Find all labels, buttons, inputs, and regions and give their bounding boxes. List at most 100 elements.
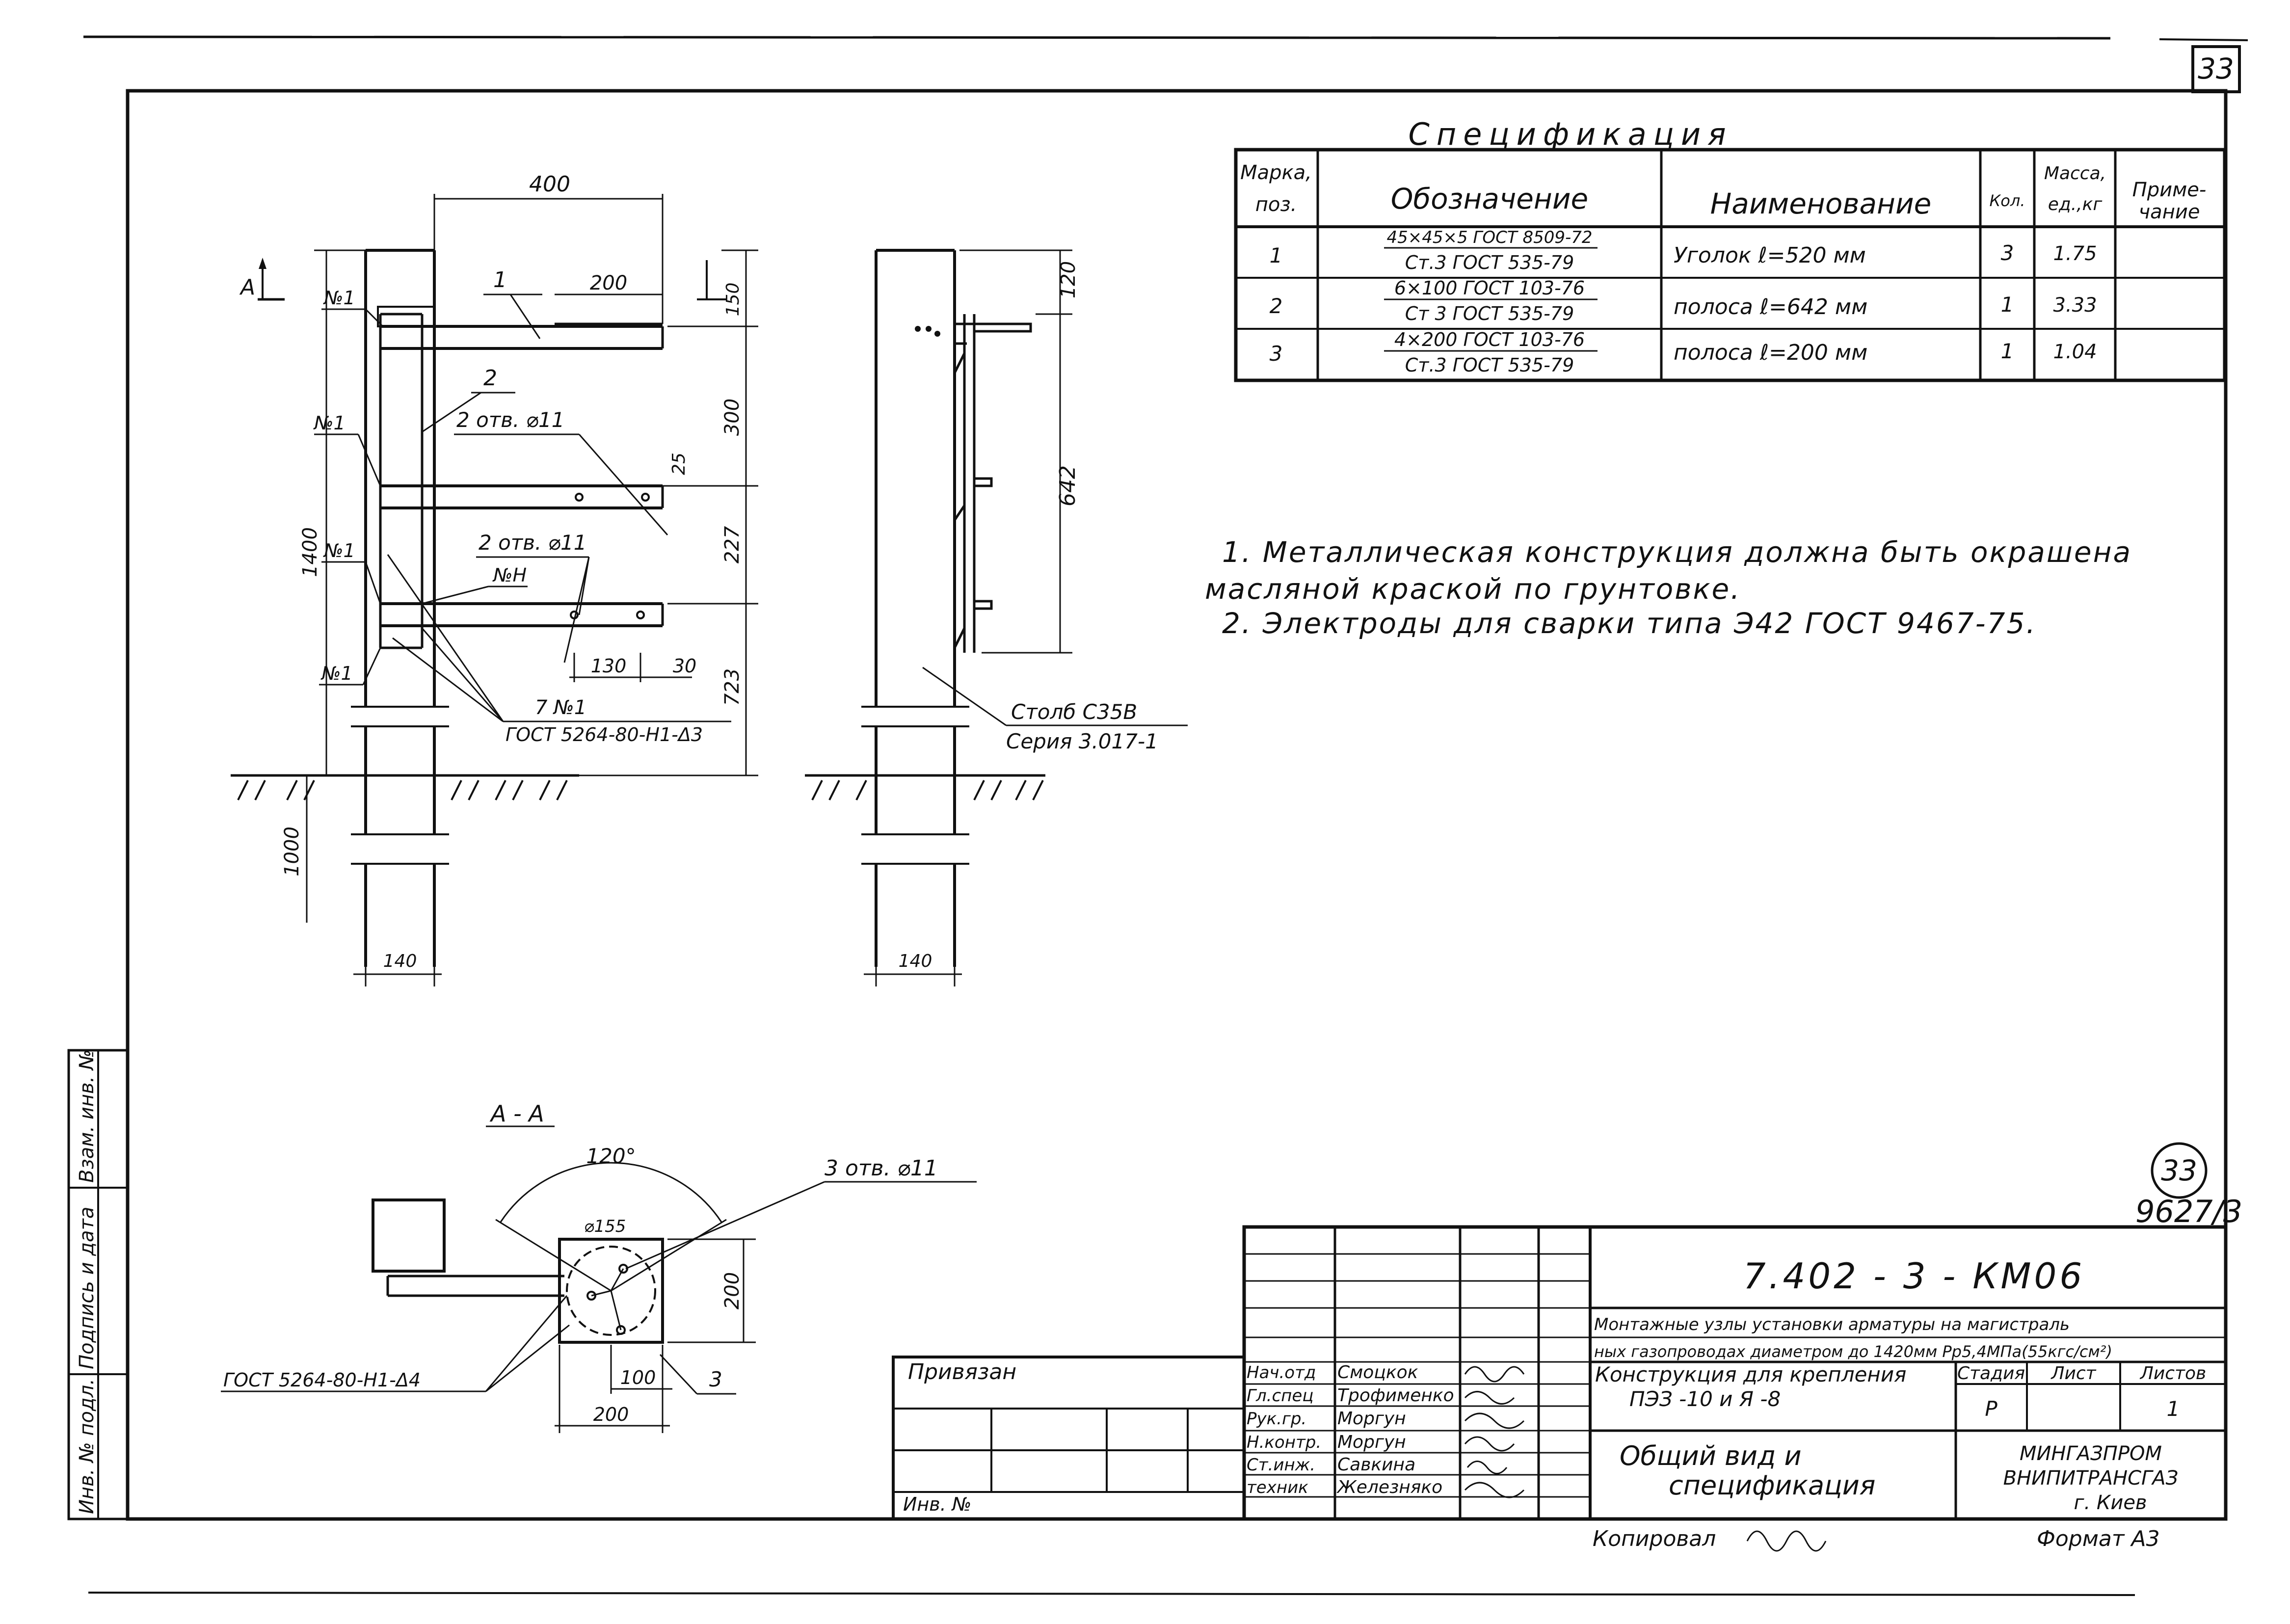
spec-row-pos: 1 bbox=[1270, 243, 1283, 267]
dim-1400: 1400 bbox=[299, 527, 321, 577]
dim-227: 227 bbox=[721, 526, 744, 563]
spec-row-pos: 3 bbox=[1270, 342, 1283, 366]
spec-header-pos-1: Марка, bbox=[1240, 161, 1312, 184]
spec-header-note-1: Приме- bbox=[2132, 179, 2207, 201]
holes-label-1: 2 отв. ⌀11 bbox=[456, 408, 564, 432]
role-label: Н.контр. bbox=[1247, 1433, 1321, 1452]
dim-300: 300 bbox=[721, 399, 744, 436]
drawing-title-2: спецификация bbox=[1669, 1470, 1875, 1501]
specification-table: Спецификация Марка, поз. Обозначение Наи… bbox=[1234, 116, 2227, 382]
role-label: Нач.отд bbox=[1247, 1363, 1316, 1383]
pos-label-2: 2 bbox=[483, 366, 497, 391]
post-label: Столб С35В bbox=[1011, 700, 1137, 724]
role-name: Моргун bbox=[1337, 1409, 1406, 1429]
spec-header-qty: Кол. bbox=[1990, 191, 2025, 210]
spec-row-des-bottom: Ст.3 ГОСТ 535-79 bbox=[1405, 354, 1574, 376]
angle-label: 120° bbox=[586, 1144, 636, 1168]
stamp-inv-label: Инв. № подл. bbox=[76, 1379, 98, 1514]
role-label: техник bbox=[1247, 1478, 1308, 1497]
sheets-value: 1 bbox=[2167, 1397, 2180, 1421]
section-dim-100: 100 bbox=[620, 1367, 656, 1388]
dim-25: 25 bbox=[669, 453, 689, 475]
spec-row-name: Уголок ℓ=520 мм bbox=[1674, 243, 1866, 268]
spec-header-designation: Обозначение bbox=[1391, 182, 1588, 215]
spec-row-des-top: 45×45×5 ГОСТ 8509-72 bbox=[1386, 228, 1592, 247]
title-construct-1: Конструкция для крепления bbox=[1595, 1362, 1906, 1386]
stage-header: Стадия bbox=[1957, 1363, 2025, 1384]
front-view: 400 200 150 300 227 723 25 1400 1000 140… bbox=[231, 172, 758, 986]
spec-row-name: полоса ℓ=642 мм bbox=[1674, 294, 1867, 319]
weld-label-2: №1 bbox=[313, 412, 346, 434]
spec-row-des-top: 6×100 ГОСТ 103-76 bbox=[1394, 277, 1585, 299]
spec-header-mass-1: Масса, bbox=[2044, 163, 2106, 184]
general-notes: 1. Металлическая конструкция должна быть… bbox=[1205, 535, 2132, 640]
spec-row-des-bottom: Ст.3 ГОСТ 535-79 bbox=[1405, 252, 1574, 273]
doc-number: 9627/3 bbox=[2135, 1194, 2242, 1229]
stage-value: Р bbox=[1985, 1397, 1997, 1421]
weld-label-h: №Н bbox=[492, 564, 527, 586]
pos-label-1: 1 bbox=[493, 267, 507, 293]
sheets-header: Листов bbox=[2139, 1363, 2206, 1384]
sheet-trim: 33 bbox=[83, 35, 2248, 1596]
section-title: А - А bbox=[489, 1100, 544, 1127]
spec-row-des-top: 4×200 ГОСТ 103-76 bbox=[1394, 329, 1585, 350]
spec-row-mass: 3.33 bbox=[2053, 294, 2097, 317]
stamp-replace-label: Взам. инв. № bbox=[76, 1049, 98, 1183]
role-name: Железняко bbox=[1336, 1477, 1442, 1497]
sheet-number-top: 33 bbox=[2198, 52, 2234, 85]
bound-label: Привязан bbox=[908, 1359, 1016, 1384]
dim-140: 140 bbox=[383, 951, 417, 971]
dim-200: 200 bbox=[590, 272, 627, 294]
series-label: Серия 3.017-1 bbox=[1006, 729, 1158, 753]
spec-row-mass: 1.75 bbox=[2053, 242, 2097, 265]
spec-row: 2 6×100 ГОСТ 103-76 Ст 3 ГОСТ 535-79 пол… bbox=[1270, 277, 2097, 324]
spec-header-name: Наименование bbox=[1710, 187, 1932, 220]
title-desc-2: ных газопроводах диаметром до 1420мм Рр5… bbox=[1594, 1342, 2112, 1361]
note-line-1: 1. Металлическая конструкция должна быть… bbox=[1222, 535, 2132, 569]
spec-row-name: полоса ℓ=200 мм bbox=[1674, 340, 1867, 365]
spec-row-qty: 3 bbox=[2001, 241, 2014, 265]
section-gost: ГОСТ 5264-80-Н1-Δ4 bbox=[223, 1369, 421, 1391]
side-stamp: Инв. № подл. Подпись и дата Взам. инв. № bbox=[67, 1049, 129, 1520]
dim-1000: 1000 bbox=[281, 826, 303, 877]
role-name: Савкина bbox=[1337, 1455, 1415, 1475]
dim-130: 130 bbox=[591, 655, 627, 677]
role-name: Моргун bbox=[1337, 1432, 1406, 1452]
section-dim-200h: 200 bbox=[593, 1404, 629, 1425]
title-code: 7.402 - 3 - КМ06 bbox=[1743, 1255, 2085, 1297]
section-pos3: 3 bbox=[709, 1367, 722, 1391]
holes-label-2: 2 отв. ⌀11 bbox=[479, 531, 586, 555]
side-dim-642: 642 bbox=[1055, 465, 1080, 506]
dim-400: 400 bbox=[529, 172, 570, 197]
weld-callout: 7 №1 bbox=[535, 696, 586, 719]
stamp-sign-label: Подпись и дата bbox=[76, 1207, 98, 1369]
role-label: Гл.спец bbox=[1247, 1386, 1313, 1406]
note-line-3: 2. Электроды для сварки типа Э42 ГОСТ 94… bbox=[1222, 607, 2037, 640]
spec-row-des-bottom: Ст 3 ГОСТ 535-79 bbox=[1405, 303, 1574, 324]
sheet-number-circle bbox=[2151, 1142, 2208, 1199]
spec-row-mass: 1.04 bbox=[2053, 341, 2097, 363]
role-label: Ст.инж. bbox=[1247, 1455, 1315, 1475]
spec-row-qty: 1 bbox=[2001, 339, 2014, 363]
title-block: 33 9627/3 Привязан Инв. № Нач.отд Смоцко… bbox=[892, 1142, 2242, 1552]
spec-row-pos: 2 bbox=[1270, 294, 1283, 318]
section-a-a: А - А 120° ⌀155 3 отв. ⌀11 200 100 bbox=[221, 1100, 977, 1433]
section-dim-200v: 200 bbox=[721, 1272, 744, 1309]
side-view: 120 642 140 Столб С35В Серия 3.017-1 bbox=[805, 249, 1188, 986]
plate-section bbox=[558, 1238, 664, 1344]
spec-row: 3 4×200 ГОСТ 103-76 Ст.3 ГОСТ 535-79 пол… bbox=[1270, 329, 2097, 376]
role-label: Рук.гр. bbox=[1247, 1409, 1306, 1429]
title-desc-1: Монтажные узлы установки арматуры на маг… bbox=[1594, 1315, 2070, 1334]
note-line-2: масляной краской по грунтовке. bbox=[1205, 572, 1741, 606]
role-name: Трофименко bbox=[1337, 1385, 1454, 1406]
role-name: Смоцкок bbox=[1337, 1362, 1418, 1383]
sheet-header: Лист bbox=[2050, 1363, 2096, 1384]
org-2: ВНИПИТРАНСГАЗ bbox=[2003, 1467, 2179, 1490]
copied-label: Копировал bbox=[1593, 1526, 1716, 1551]
holes-label: 3 отв. ⌀11 bbox=[825, 1156, 938, 1181]
spec-header-note-2: чание bbox=[2139, 201, 2200, 223]
spec-row: 1 45×45×5 ГОСТ 8509-72 Ст.3 ГОСТ 535-79 … bbox=[1270, 228, 2097, 273]
spec-row-qty: 1 bbox=[2001, 293, 2014, 317]
drawing-frame bbox=[126, 89, 2228, 1521]
